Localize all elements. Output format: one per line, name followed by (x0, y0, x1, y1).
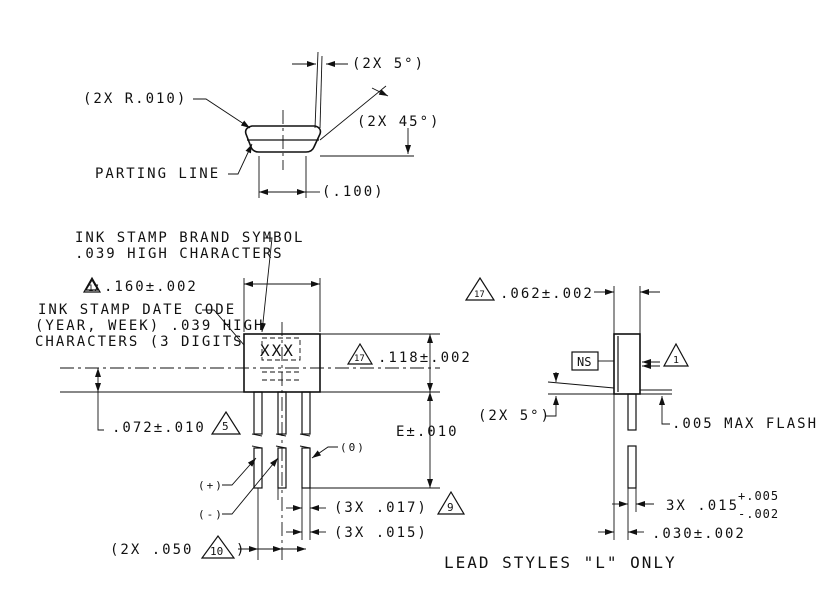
width-100-label: (.100) (322, 184, 385, 200)
lead-030-label: .030±.002 (652, 526, 746, 542)
pin-zero-label: (0) (340, 441, 366, 454)
note-1-triangle: 1 (662, 342, 690, 367)
lead-styles-label: LEAD STYLES "L" ONLY (444, 553, 677, 572)
top-view: (2X 5°) (2X R.010) (2X 45°) PARTING LINE… (83, 51, 440, 200)
width-160-label: .160±.002 (104, 279, 198, 295)
note-17-triangle-c: 17 (464, 276, 496, 301)
svg-text:9: 9 (447, 501, 454, 514)
height-118-label: .118±.002 (378, 350, 472, 366)
note-9-triangle: 9 (436, 490, 466, 515)
date-code-label-1: INK STAMP DATE CODE (38, 302, 236, 318)
svg-text:17: 17 (354, 354, 365, 364)
date-code-label-2: (YEAR, WEEK) .039 HIGH (35, 318, 264, 334)
svg-text:10: 10 (210, 545, 223, 558)
parting-line-label: PARTING LINE (95, 166, 220, 182)
side-lead-015-minus: -.002 (738, 507, 779, 521)
angle-5-label: (2X 5°) (352, 56, 425, 72)
leads-upper (253, 391, 311, 435)
ns-label: NS (577, 355, 591, 369)
pin-minus-label: (-) (198, 508, 224, 521)
note-10-triangle: 10 (200, 534, 236, 559)
thickness-062-label: .062±.002 (500, 286, 594, 302)
side-view: 17 .062±.002 NS 1 (2X 5°) (444, 276, 818, 572)
side-angle-5-label: (2X 5°) (478, 408, 551, 424)
stamp-text: XXX (260, 341, 295, 360)
stamp-area (261, 337, 301, 361)
front-view: INK STAMP BRAND SYMBOL .039 HIGH CHARACT… (35, 230, 472, 560)
svg-text:1: 1 (673, 355, 679, 366)
note-5-triangle: 5 (210, 410, 242, 435)
side-lead-lower (627, 445, 637, 489)
svg-text:17: 17 (88, 284, 99, 294)
side-lead-upper (627, 393, 637, 431)
radius-label: (2X R.010) (83, 91, 187, 107)
brand-symbol-label-1: INK STAMP BRAND SYMBOL (75, 230, 304, 246)
lead-017-label: (3X .017) (334, 500, 428, 516)
note-17-triangle-b: 17 (346, 342, 374, 365)
lead-break (251, 433, 311, 449)
side-lead-015-plus: +.005 (738, 489, 779, 503)
side-lead-015-label: 3X .015 (666, 498, 739, 514)
note-17-triangle-a: 17 (82, 276, 102, 294)
pin-plus-label: (+) (198, 479, 224, 492)
svg-text:17: 17 (474, 290, 485, 300)
date-code-label-3: CHARACTERS (3 DIGITS) (35, 334, 254, 350)
svg-text:5: 5 (222, 420, 229, 433)
angle-45-label: (2X 45°) (357, 114, 440, 130)
offset-072-label: .072±.010 (112, 420, 206, 436)
leads-lower (253, 447, 311, 489)
brand-symbol-label-2: .039 HIGH CHARACTERS (75, 246, 284, 262)
lead-length-label: E±.010 (396, 424, 459, 440)
lead-015-label: (3X .015) (334, 525, 428, 541)
pitch-050-label: (2X .050 (110, 542, 193, 558)
max-flash-label: .005 MAX FLASH (672, 416, 818, 432)
pitch-050-close: ) (236, 542, 246, 558)
